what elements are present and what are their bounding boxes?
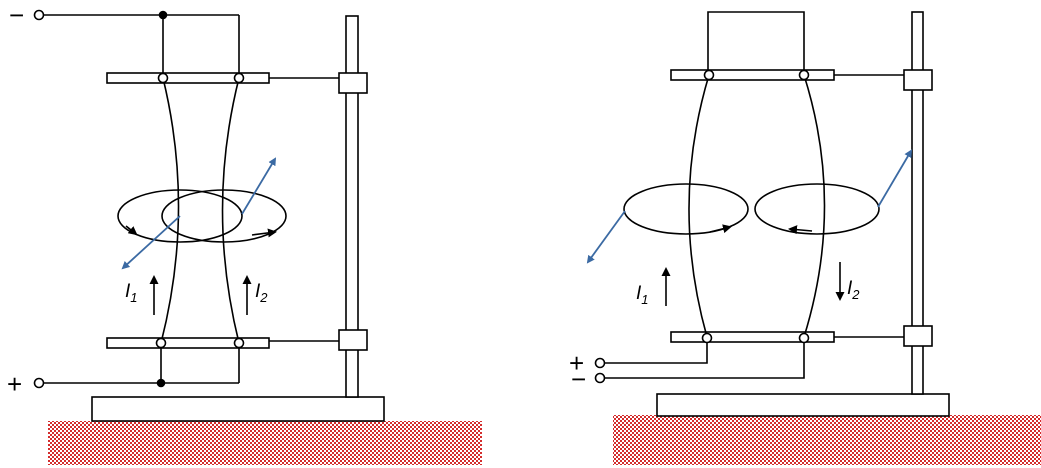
right-current-label-1: I1 bbox=[636, 283, 649, 307]
left-loop-arrow-2 bbox=[251, 228, 277, 238]
right-loop-arrow-1 bbox=[709, 224, 732, 234]
right-negative-sign: − bbox=[571, 364, 586, 394]
right-conductor-2 bbox=[803, 74, 826, 338]
right-setup bbox=[586, 11, 1041, 465]
left-attach-top-1 bbox=[157, 72, 169, 84]
right-top-wire bbox=[707, 11, 805, 75]
left-current-label-1: I1 bbox=[125, 281, 138, 305]
right-bottom-lead-2 bbox=[604, 338, 805, 379]
left-bottom-junction bbox=[156, 378, 166, 388]
left-lower-bar bbox=[106, 337, 270, 349]
left-current-symbol-2: I bbox=[255, 281, 261, 302]
right-bottom-lead-1 bbox=[604, 338, 708, 364]
right-table-surface bbox=[613, 415, 1041, 465]
left-upper-clamp bbox=[338, 72, 368, 94]
left-current-index-1: 1 bbox=[130, 290, 137, 305]
right-lower-clamp bbox=[903, 325, 933, 347]
left-attach-bottom-2 bbox=[233, 337, 245, 349]
left-current-label-2: I2 bbox=[255, 281, 268, 305]
right-stand-rod bbox=[911, 11, 924, 395]
right-field-loop-2 bbox=[754, 183, 880, 235]
left-upper-bar bbox=[106, 72, 270, 84]
left-table-surface bbox=[48, 421, 482, 465]
left-current-symbol-1: I bbox=[125, 281, 131, 302]
right-current-index-2: 2 bbox=[851, 287, 860, 302]
right-attach-bottom-2 bbox=[798, 332, 810, 344]
left-top-junction bbox=[158, 10, 168, 20]
left-field-axis-2 bbox=[241, 157, 277, 215]
left-setup bbox=[33, 9, 482, 465]
left-attach-top-2 bbox=[233, 72, 245, 84]
left-conductor-2 bbox=[221, 77, 240, 344]
left-loop-arrow-1 bbox=[125, 225, 138, 236]
right-attach-bottom-1 bbox=[701, 332, 713, 344]
right-terminal-negative[interactable] bbox=[594, 372, 606, 384]
right-current-label-2: I2 bbox=[847, 278, 860, 302]
left-terminal-positive[interactable] bbox=[33, 377, 45, 389]
right-attach-top-1 bbox=[703, 69, 715, 81]
right-field-axis-1 bbox=[586, 210, 626, 264]
left-attach-bottom-1 bbox=[155, 337, 167, 349]
right-current-symbol-1: I bbox=[636, 283, 642, 304]
left-lower-clamp bbox=[338, 329, 368, 351]
left-stand-rod bbox=[345, 15, 359, 398]
left-field-loop-1 bbox=[117, 189, 243, 243]
right-current-symbol-2: I bbox=[847, 278, 853, 299]
right-upper-clamp bbox=[903, 69, 933, 91]
left-terminal-negative[interactable] bbox=[33, 9, 45, 21]
right-conductor-1 bbox=[688, 74, 710, 338]
right-positive-sign: + bbox=[569, 348, 584, 378]
left-conductor-1 bbox=[160, 77, 180, 344]
right-current-index-1: 1 bbox=[641, 292, 648, 307]
left-base-plate bbox=[91, 396, 385, 422]
right-base-plate bbox=[656, 393, 950, 417]
left-field-loop-2 bbox=[161, 189, 287, 243]
left-positive-sign: + bbox=[7, 369, 22, 399]
left-current-index-2: 2 bbox=[259, 290, 268, 305]
right-terminal-positive[interactable] bbox=[594, 357, 606, 369]
left-negative-sign: − bbox=[9, 0, 24, 30]
right-attach-top-2 bbox=[798, 69, 810, 81]
right-lower-bar bbox=[670, 331, 835, 343]
right-loop-arrow-2 bbox=[788, 225, 813, 235]
right-upper-bar bbox=[670, 69, 835, 81]
right-field-axis-2 bbox=[877, 149, 913, 208]
left-field-axis-1 bbox=[121, 215, 181, 270]
right-field-loop-1 bbox=[623, 183, 749, 235]
